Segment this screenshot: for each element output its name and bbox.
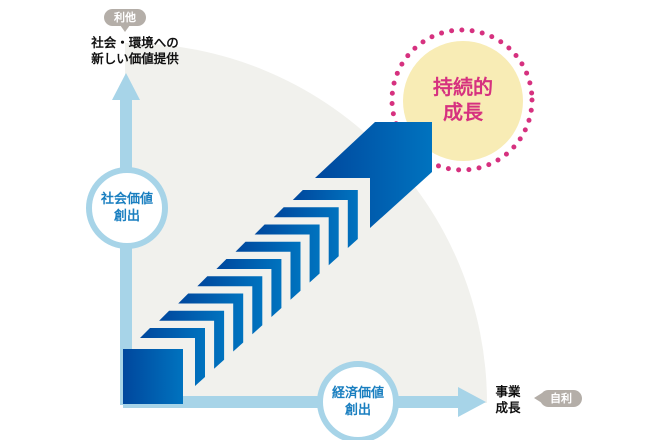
social-value-line1: 社会価値 bbox=[100, 192, 153, 207]
chevron-step bbox=[178, 293, 244, 352]
x-axis-arrowhead bbox=[458, 387, 486, 417]
goal-line1: 持続的 bbox=[433, 75, 493, 99]
chevron-step bbox=[197, 276, 263, 335]
altruism-badge: 利他 bbox=[104, 9, 146, 26]
goal-dotted-ring bbox=[389, 27, 535, 173]
goal-line2: 成長 bbox=[443, 100, 483, 124]
y-axis-label: 社会・環境への 新しい価値提供 bbox=[70, 35, 200, 67]
economic-value-line1: 経済価値 bbox=[331, 386, 384, 401]
economic-value-label: 経済価値 創出 bbox=[318, 385, 398, 419]
goal-fill bbox=[403, 41, 523, 161]
chevron-step bbox=[292, 190, 358, 248]
x-axis-label-line2: 成長 bbox=[495, 400, 521, 415]
chevron-step bbox=[273, 207, 339, 266]
self-interest-badge: 自利 bbox=[540, 390, 582, 407]
economic-value-circle bbox=[317, 361, 399, 440]
x-axis-label-line1: 事業 bbox=[495, 384, 521, 399]
economic-value-line2: 創出 bbox=[344, 403, 371, 418]
chevron-step bbox=[235, 241, 301, 300]
goal-label: 持続的 成長 bbox=[413, 75, 513, 125]
chevron-step bbox=[140, 328, 205, 386]
chevron-step bbox=[254, 224, 320, 283]
y-axis-label-line2: 新しい価値提供 bbox=[91, 51, 179, 66]
social-value-circle bbox=[86, 167, 168, 249]
start-block bbox=[123, 349, 183, 404]
social-value-line2: 創出 bbox=[113, 209, 140, 224]
y-axis-label-line1: 社会・環境への bbox=[91, 35, 179, 50]
growth-arrow bbox=[140, 190, 358, 386]
chevron-step bbox=[159, 310, 225, 369]
y-axis-arrowhead bbox=[112, 73, 140, 100]
arrow-head bbox=[315, 122, 432, 228]
x-axis-label: 事業 成長 bbox=[490, 384, 526, 416]
social-value-label: 社会価値 創出 bbox=[87, 191, 167, 225]
chevron-step bbox=[216, 259, 282, 317]
